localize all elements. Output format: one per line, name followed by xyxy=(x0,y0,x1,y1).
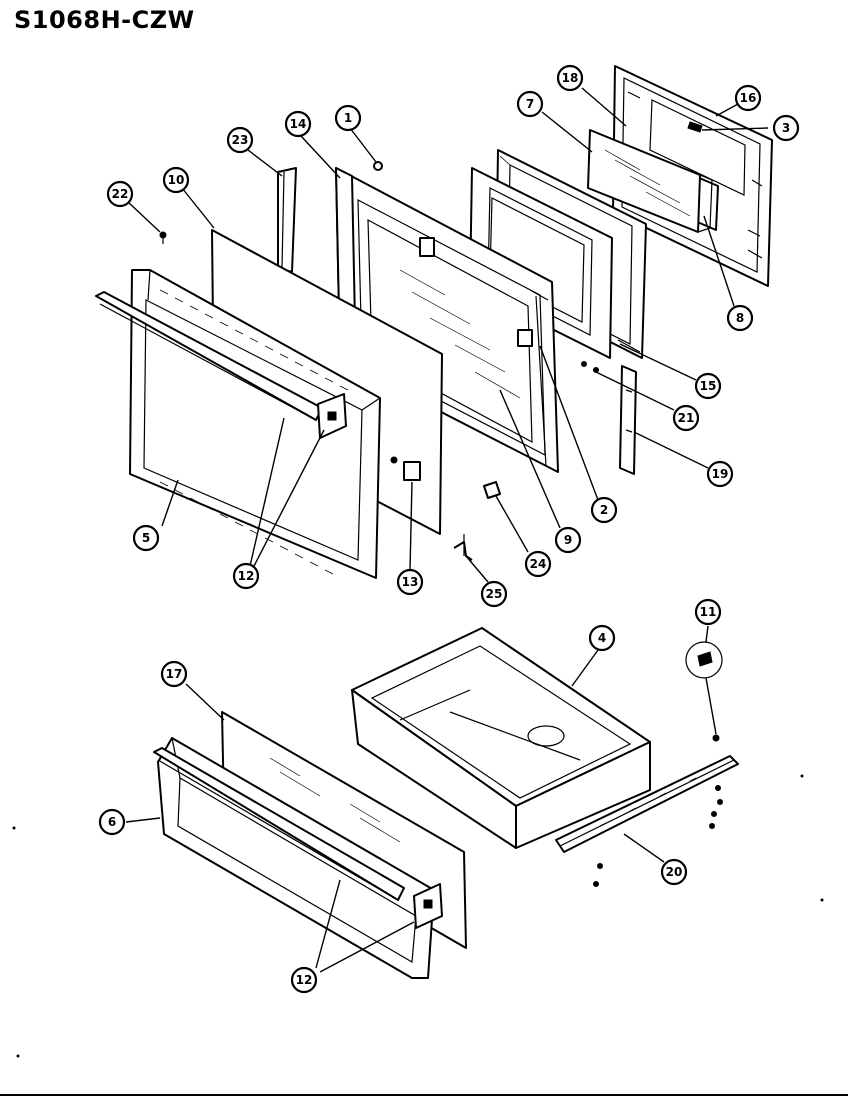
callout-18: 18 xyxy=(556,64,584,92)
callout-21: 21 xyxy=(672,404,700,432)
svg-text:10: 10 xyxy=(168,173,185,187)
callout-6: 6 xyxy=(98,808,126,836)
svg-text:11: 11 xyxy=(700,605,717,619)
hinge-plate xyxy=(619,365,637,475)
hinge-screws xyxy=(581,361,599,373)
door-bracket xyxy=(453,534,473,561)
svg-text:17: 17 xyxy=(166,667,183,681)
bottom-rule xyxy=(0,1094,848,1096)
callout-3: 3 xyxy=(772,114,800,142)
svg-text:18: 18 xyxy=(562,71,579,85)
page-title: S1068H-CZW xyxy=(14,6,195,34)
callout-24: 24 xyxy=(524,550,552,578)
inner-glass-pack xyxy=(587,129,719,233)
door-top-screw xyxy=(373,161,383,171)
svg-text:2: 2 xyxy=(600,503,608,517)
callout-4: 4 xyxy=(588,624,616,652)
callout-8: 8 xyxy=(726,304,754,332)
svg-text:20: 20 xyxy=(666,865,683,879)
callout-13: 13 xyxy=(396,568,424,596)
door-screw xyxy=(159,231,167,244)
callout-2: 2 xyxy=(590,496,618,524)
callout-23: 23 xyxy=(226,126,254,154)
callout-11: 11 xyxy=(694,598,722,626)
callout-19: 19 xyxy=(706,460,734,488)
callout-10: 10 xyxy=(162,166,190,194)
callout-12b: 12 xyxy=(290,966,318,994)
door-latch xyxy=(483,481,501,499)
svg-text:7: 7 xyxy=(526,97,534,111)
drawer-handle xyxy=(153,747,443,929)
svg-text:25: 25 xyxy=(486,587,503,601)
svg-text:23: 23 xyxy=(232,133,249,147)
svg-text:24: 24 xyxy=(530,557,547,571)
svg-text:19: 19 xyxy=(712,467,729,481)
callout-7: 7 xyxy=(516,90,544,118)
liner-clip xyxy=(687,121,703,133)
callout-15: 15 xyxy=(694,372,722,400)
callout-12a: 12 xyxy=(232,562,260,590)
callout-14: 14 xyxy=(284,110,312,138)
oven-door-handle xyxy=(95,291,347,439)
svg-text:6: 6 xyxy=(108,815,116,829)
svg-text:21: 21 xyxy=(678,411,695,425)
storage-drawer-tub xyxy=(351,627,651,849)
drawer-screws xyxy=(593,734,723,887)
scan-specks xyxy=(12,774,824,1058)
svg-text:22: 22 xyxy=(112,187,129,201)
callout-9: 9 xyxy=(554,526,582,554)
drawer-roller-detail xyxy=(685,641,723,679)
callout-22: 22 xyxy=(106,180,134,208)
svg-text:15: 15 xyxy=(700,379,717,393)
svg-text:12: 12 xyxy=(238,569,255,583)
svg-text:4: 4 xyxy=(598,631,606,645)
door-clip xyxy=(390,456,421,481)
svg-text:5: 5 xyxy=(142,531,150,545)
callout-1: 1 xyxy=(334,104,362,132)
door-hinge-strip xyxy=(277,167,297,273)
svg-text:14: 14 xyxy=(290,117,307,131)
callout-5: 5 xyxy=(132,524,160,552)
callout-20: 20 xyxy=(660,858,688,886)
leader-lines xyxy=(125,87,769,973)
drawer-slide-rail xyxy=(555,755,739,853)
svg-text:3: 3 xyxy=(782,121,790,135)
svg-text:13: 13 xyxy=(402,575,419,589)
callout-16: 16 xyxy=(734,84,762,112)
callout-25: 25 xyxy=(480,580,508,608)
svg-text:12: 12 xyxy=(296,973,313,987)
svg-text:9: 9 xyxy=(564,533,572,547)
callout-17: 17 xyxy=(160,660,188,688)
svg-text:8: 8 xyxy=(736,311,744,325)
svg-text:16: 16 xyxy=(740,91,757,105)
svg-text:1: 1 xyxy=(344,111,352,125)
